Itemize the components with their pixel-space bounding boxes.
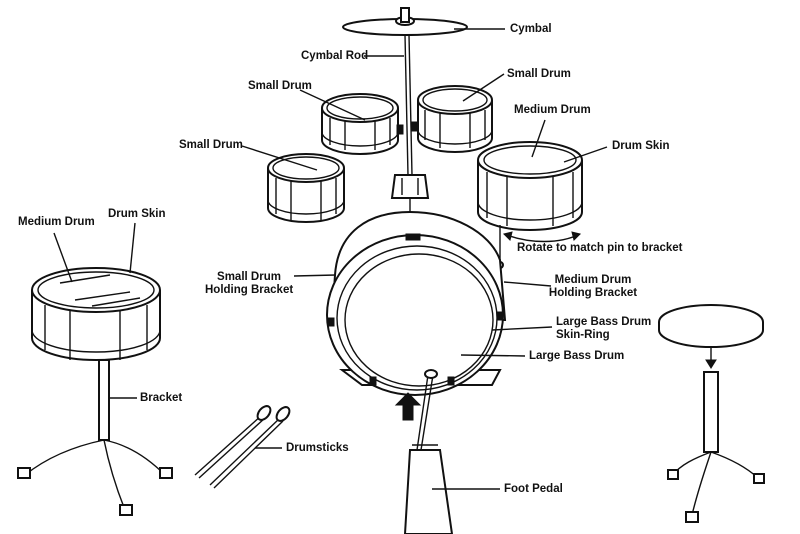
label-small-drum-holding-bracket-line2: Holding Bracket	[205, 284, 294, 296]
label-foot-pedal: Foot Pedal	[504, 483, 563, 495]
label-large-bass-drum-skin-ring-line2: Skin-Ring	[556, 329, 610, 341]
leader-lines	[53, 28, 608, 490]
label-large-bass-drum: Large Bass Drum	[529, 350, 625, 362]
label-rotate-hint: Rotate to match pin to bracket	[517, 242, 683, 254]
label-large-bass-drum-skin-ring-line1: Large Bass Drum	[556, 316, 652, 328]
label-small-drum-top-right: Small Drum	[507, 68, 571, 80]
arrow-up-icon	[394, 392, 422, 421]
drumsticks-illustration	[194, 405, 291, 489]
label-bracket: Bracket	[140, 392, 183, 404]
label-medium-drum-holding-bracket-line1: Medium Drum	[554, 274, 632, 286]
label-large-bass-drum-skin-ring: Large Bass Drum Skin-Ring	[556, 316, 651, 342]
small-drum-top-right-illustration	[410, 85, 493, 153]
label-drumsticks: Drumsticks	[286, 442, 349, 454]
label-small-drum-holding-bracket: Small Drum Holding Bracket	[205, 271, 293, 297]
label-small-drum-top-left: Small Drum	[248, 80, 312, 92]
drum-on-stand-illustration	[17, 267, 173, 516]
stool-illustration	[658, 304, 765, 523]
label-medium-drum-left: Medium Drum	[18, 216, 95, 228]
label-drum-skin-right: Drum Skin	[612, 140, 670, 152]
small-drum-left-illustration	[267, 153, 345, 223]
medium-drum-right-illustration	[477, 141, 583, 269]
label-medium-drum-holding-bracket: Medium Drum Holding Bracket	[547, 274, 639, 300]
foot-pedal-illustration	[403, 369, 454, 534]
label-drum-skin-left: Drum Skin	[108, 208, 166, 220]
label-medium-drum-holding-bracket-line2: Holding Bracket	[548, 287, 638, 299]
label-cymbal: Cymbal	[510, 23, 552, 35]
cymbal-illustration	[342, 7, 468, 176]
small-drum-top-left-illustration	[321, 93, 404, 155]
mount-block-illustration	[390, 174, 430, 212]
label-small-drum-holding-bracket-line1: Small Drum	[217, 271, 281, 283]
label-medium-drum-right: Medium Drum	[514, 104, 591, 116]
label-small-drum-left: Small Drum	[179, 139, 243, 151]
rotate-arrow-icon	[503, 233, 581, 243]
large-bass-drum-illustration	[326, 210, 507, 396]
label-cymbal-rod: Cymbal Rod	[301, 50, 369, 62]
